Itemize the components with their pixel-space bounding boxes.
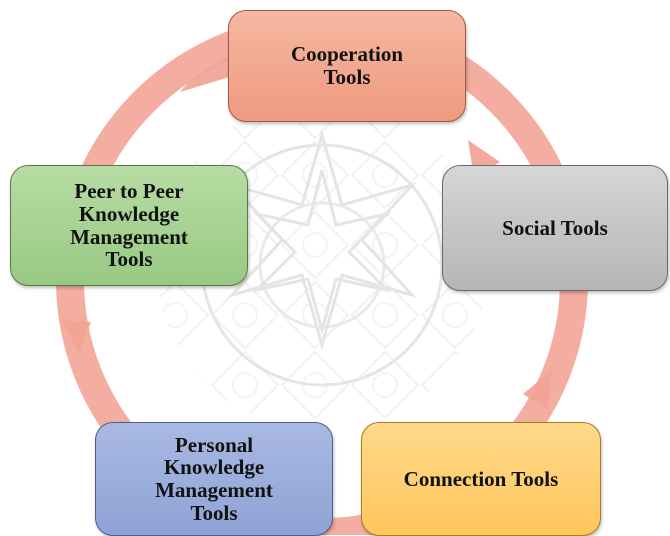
node-peer-to-peer-knowledge-management-tools: Peer to Peer Knowledge Management Tools	[10, 165, 248, 286]
node-connection-tools: Connection Tools	[361, 422, 601, 536]
node-social-line-1: Social Tools	[502, 215, 608, 240]
node-cooperation-tools: Cooperation Tools	[228, 10, 466, 122]
node-personal-line-4: Tools	[190, 500, 238, 525]
node-personal-line-3: Management	[155, 478, 273, 502]
node-personal-line-1: Personal	[174, 432, 254, 457]
node-personal-line-2: Knowledge	[163, 455, 265, 480]
node-peer-line-1: Peer to Peer	[74, 179, 184, 204]
node-peer-line-3: Management	[70, 224, 188, 249]
node-connection-line-1: Connection Tools	[403, 466, 559, 491]
node-peer-line-4: Tools	[105, 247, 153, 272]
node-cooperation-line-1: Cooperation	[291, 42, 403, 67]
node-peer-line-2: Knowledge	[78, 201, 180, 226]
node-personal-knowledge-management-tools: Personal Knowledge Management Tools	[95, 422, 333, 536]
node-cooperation-line-2: Tools	[323, 65, 371, 89]
node-social-tools: Social Tools	[442, 165, 668, 291]
